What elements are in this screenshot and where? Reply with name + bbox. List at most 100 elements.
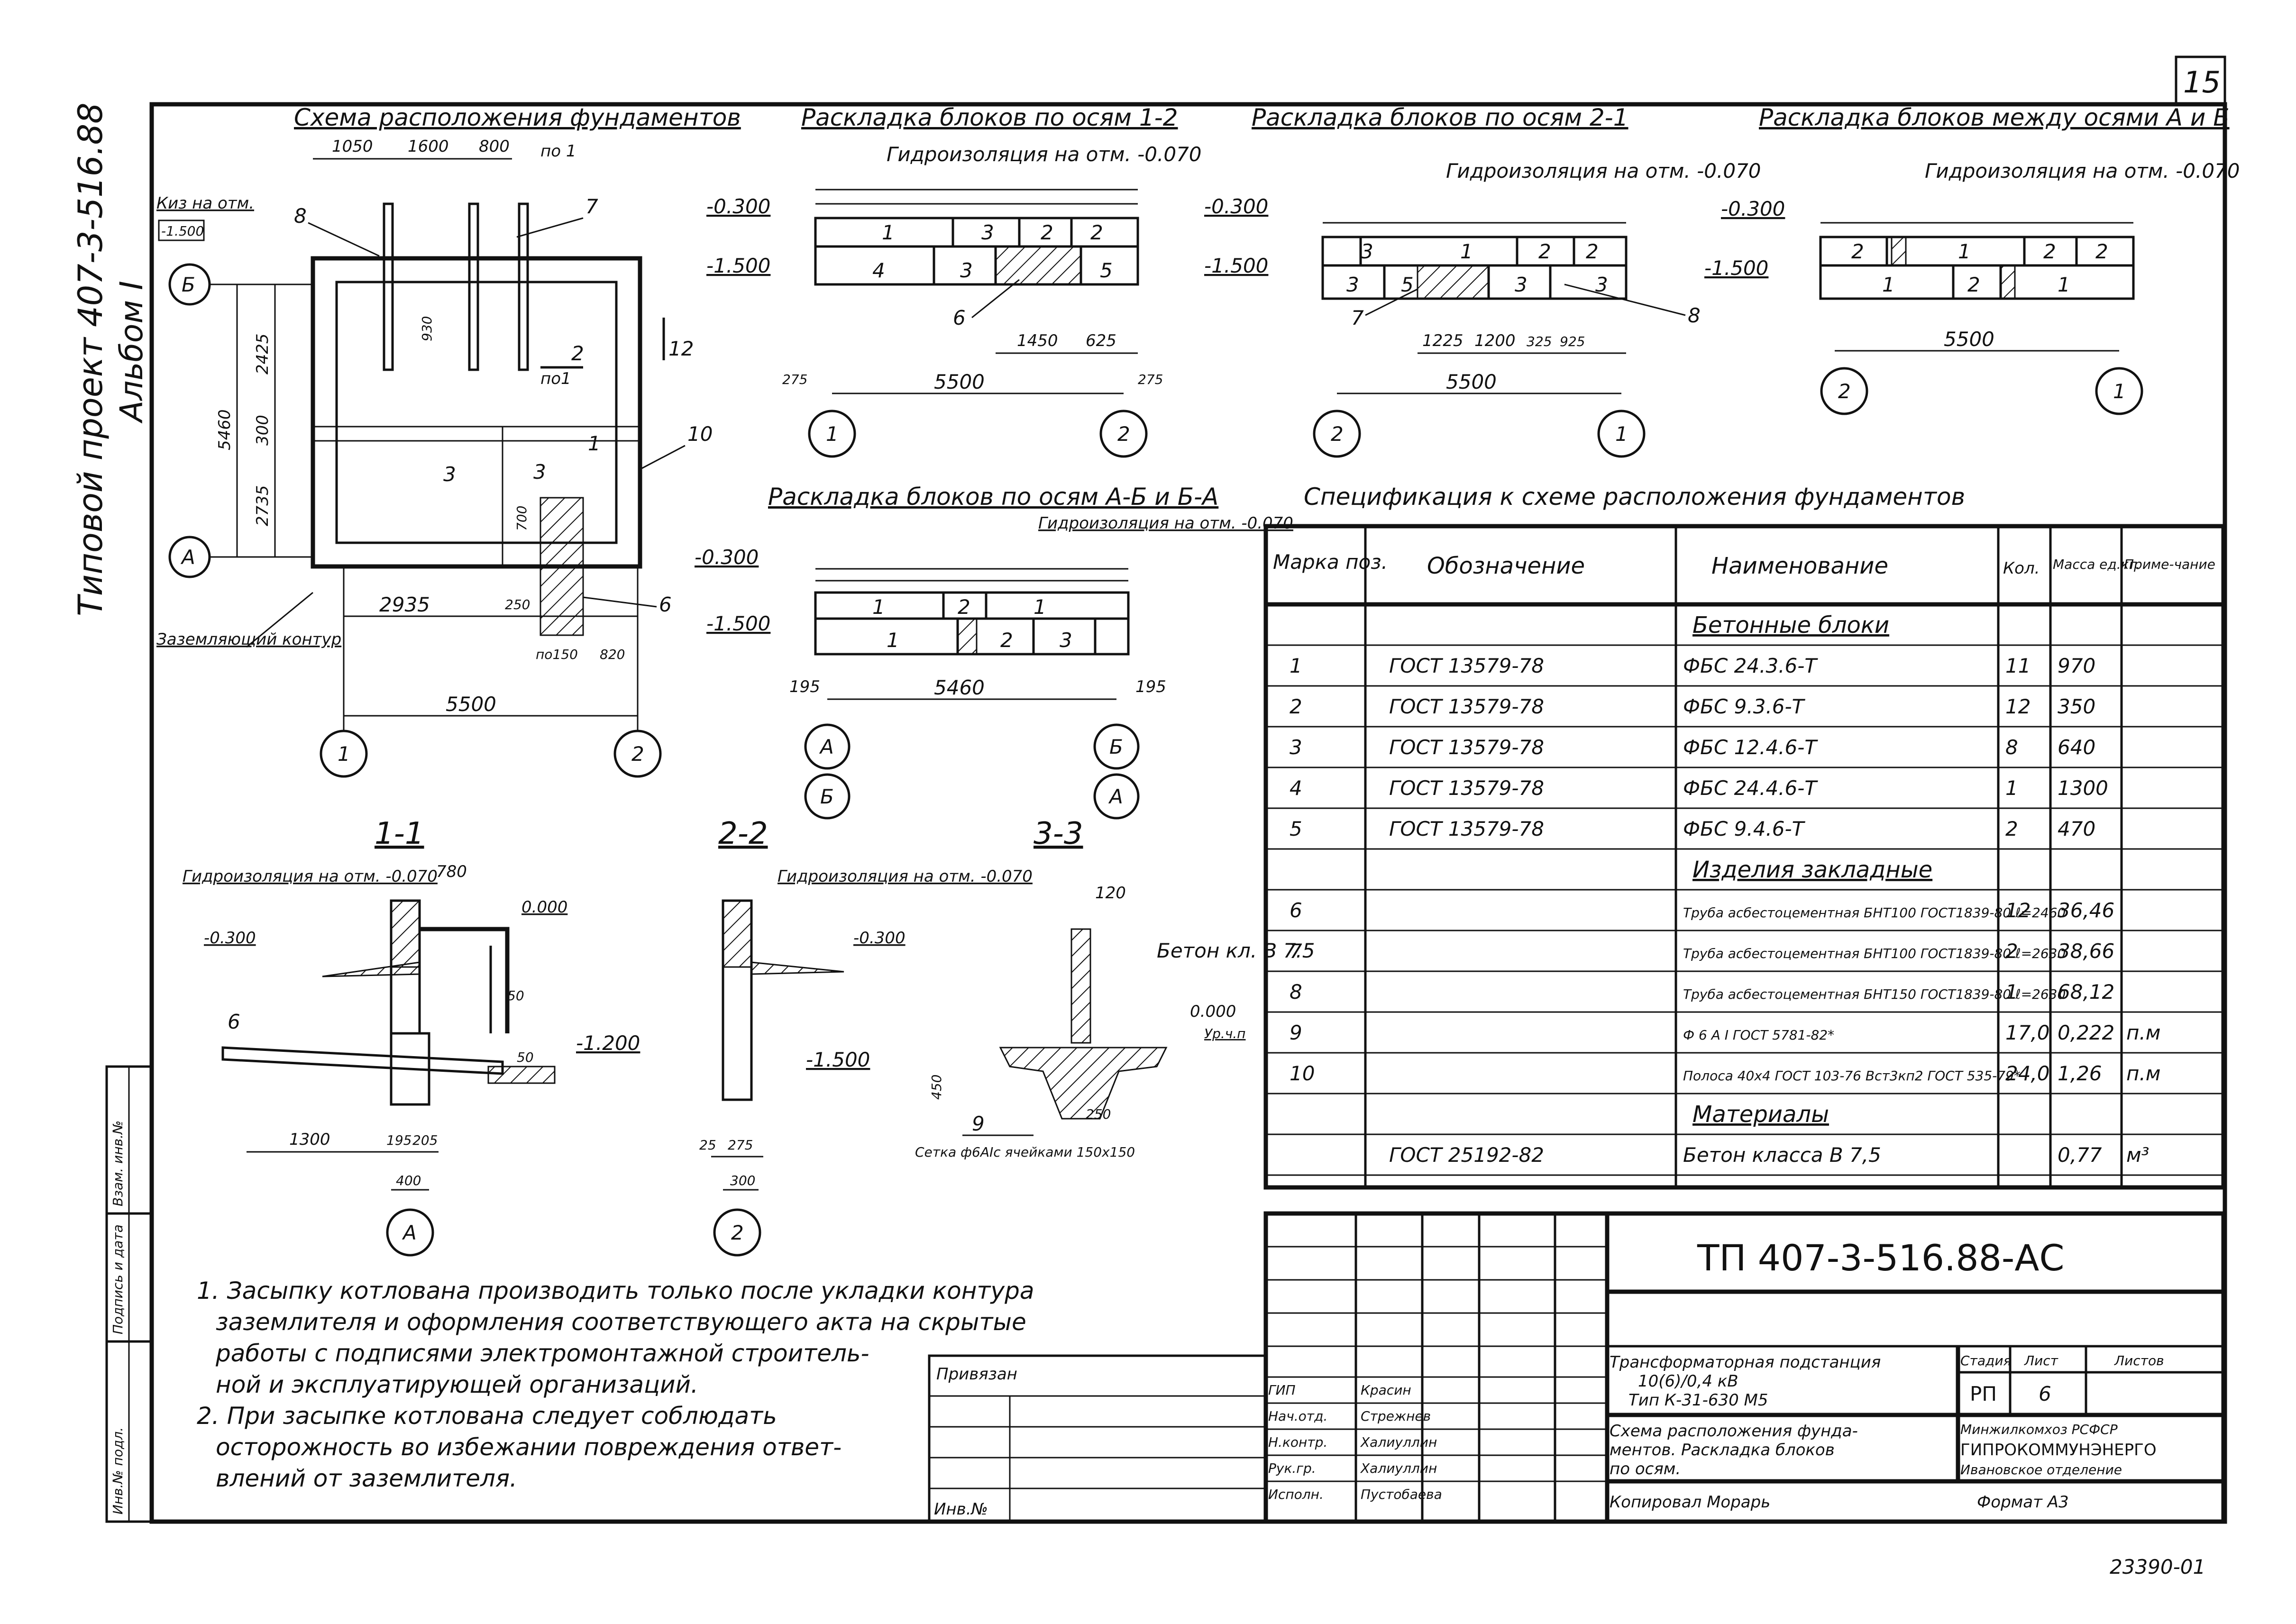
spec-blocks-r3-c1: ГОСТ 13579-78: [1389, 776, 1544, 800]
layout-A-B-r2-b3: 3: [1060, 629, 1072, 652]
spec-hdr-mass: Масса ед.кг.: [2053, 557, 2140, 572]
title-sheet-hdr: Лист: [2024, 1353, 2058, 1369]
plan-axis-A: А: [180, 546, 195, 569]
layout-AB-r1-b4: 2: [2095, 240, 2108, 263]
spec-blocks-r2-c2: ФБС 12.4.6-Т: [1683, 736, 1818, 759]
plan-axis-2: 2: [631, 742, 644, 766]
spec-blocks-r0-c0: 1: [1290, 654, 1302, 677]
plan-dim-2735: 2735: [253, 485, 272, 526]
layout-2-1-r1-b3: 2: [1538, 240, 1551, 263]
spec-embedded-r4-c2: Полоса 40х4 ГОСТ 103-76 Вст3кп2 ГОСТ 535…: [1683, 1068, 2021, 1084]
sec-1-1-lvl-1200: -1.200: [576, 1031, 640, 1055]
layout-1-2-r2-b1: 4: [872, 259, 885, 282]
layout-A-B-axis-l-top: А: [819, 735, 834, 758]
layout-AB-r1-b2: 1: [1958, 240, 1971, 263]
side-album-text: Альбом I: [113, 281, 150, 424]
layout-A-B-edge-r: 195: [1135, 677, 1166, 696]
layout-A-B-r1-b3: 1: [1034, 595, 1046, 619]
layout-AB-r1-b3: 2: [2043, 240, 2056, 263]
sec-1-1-dim-400: 400: [396, 1173, 421, 1188]
spec-embedded-r3-c2: Ф 6 А I ГОСТ 5781-82*: [1683, 1027, 1834, 1043]
spec-materials-r0-c2: Бетон класса В 7,5: [1683, 1143, 1881, 1167]
role-title-2: Н.контр.: [1268, 1434, 1327, 1450]
sec-2-2-lvl-300: -0.300: [853, 929, 906, 948]
sec-1-1-dim-195: 195: [386, 1132, 412, 1148]
plan-callout-8: 8: [294, 204, 307, 228]
layout-AB-lvl1: -0.300: [1721, 197, 1785, 220]
title-org-1: Минжилкомхоз РСФСР: [1960, 1422, 2118, 1437]
layout-2-1-axis-l: 2: [1331, 422, 1344, 446]
sec-2-2-title: 2-2: [718, 816, 768, 851]
note-line-0: 1. Засыпку котлована производить только …: [197, 1277, 1034, 1305]
layout-AB-lvl2: -1.500: [1704, 256, 1768, 280]
strip-sign-date: Подпись и дата: [110, 1224, 126, 1334]
spec-blocks-r0-c4: 970: [2058, 654, 2095, 677]
spec-hdr-name: Наименование: [1711, 553, 1888, 579]
sec-3-3-lvl-ur: Ур.ч.п: [1204, 1026, 1246, 1041]
strip-inv-podl: Инв.№ подл.: [110, 1427, 126, 1515]
layout-AB-r1-b1: 2: [1851, 240, 1864, 263]
note-line-2: работы с подписями электромонтажной стро…: [215, 1340, 869, 1367]
title-stage: РП: [1970, 1382, 1997, 1405]
spec-embedded-r2-c3: 1: [2005, 980, 2018, 1004]
layout-AB-title: Раскладка блоков между осями А и Б: [1759, 104, 2230, 131]
layout-1-2-edge-l: 275: [782, 372, 807, 387]
layout-A-B-hydro: Гидроизоляция на отм. -0.070: [1038, 514, 1293, 533]
spec-title: Спецификация к схеме расположения фундам…: [1304, 483, 1965, 511]
plan-dim-po150: по150: [536, 647, 578, 662]
title-sheet: 6: [2039, 1382, 2051, 1405]
sec-2-2-dim-300: 300: [730, 1173, 755, 1188]
layout-1-2-r2-b3: 5: [1100, 259, 1113, 282]
spec-blocks-r4-c0: 5: [1290, 817, 1302, 840]
sec-3-3-title: 3-3: [1034, 816, 1083, 851]
layout-2-1-dim-325: 325: [1527, 334, 1552, 349]
note-line-3: ной и эксплуатирующей организаций.: [216, 1371, 698, 1398]
section-2-2: 2-2 Гидроизоляция на отм. -0.070 -0.300 …: [699, 816, 1033, 1257]
role-name-4: Пустобаева: [1361, 1487, 1442, 1502]
sec-2-2-hydro: Гидроизоляция на отм. -0.070: [778, 867, 1033, 886]
plan-dim-5500: 5500: [446, 693, 496, 716]
sec-1-1-title: 1-1: [375, 816, 424, 851]
spec-hdr-qty: Кол.: [2003, 559, 2040, 578]
plan-sec-1: 1: [588, 432, 601, 455]
plan-title: Схема расположения фундаментов: [294, 104, 741, 131]
layout-1-2-dim-625: 625: [1086, 331, 1116, 350]
role-title-0: ГИП: [1268, 1382, 1296, 1398]
layout-AB-axis-r: 1: [2113, 380, 2126, 403]
title-code: ТП 407-3-516.88-АС: [1697, 1237, 2064, 1279]
sec-3-3-callout: 9: [972, 1112, 985, 1135]
spec-blocks-r2-c0: 3: [1290, 736, 1302, 759]
spec-materials-r0-c4: 0,77: [2058, 1143, 2102, 1167]
layout-1-2-r1-b1: 1: [882, 221, 895, 244]
sec-2-2-axis: 2: [731, 1221, 744, 1244]
layout-A-B-r2-b2: 2: [1000, 629, 1013, 652]
title-sheets-hdr: Листов: [2114, 1353, 2164, 1369]
layout-2-1-axis-r: 1: [1615, 422, 1628, 446]
note-line-4: 2. При засыпке котлована следует соблюда…: [197, 1402, 777, 1430]
role-name-3: Халиуллин: [1360, 1460, 1437, 1476]
sec-1-1-lvl-000: 0.000: [521, 898, 567, 917]
plan-dim-1050: 1050: [332, 137, 373, 156]
sec-3-3-dim-250: 250: [1086, 1106, 1111, 1122]
plan-label-po1: по 1: [540, 142, 576, 161]
plan-dim-800: 800: [479, 137, 510, 156]
role-name-0: Красин: [1361, 1382, 1411, 1398]
sec-1-1-dim-205: 205: [412, 1132, 438, 1148]
sec-1-1-dim-50b: 50: [517, 1049, 534, 1065]
spec-embedded-r4-c0: 10: [1290, 1062, 1315, 1085]
layout-A-B-r2-b1: 1: [887, 629, 899, 652]
title-sheet-title-2: ментов. Раскладка блоков: [1610, 1441, 1835, 1460]
spec-hdr-note: Приме-чание: [2124, 557, 2215, 572]
layout-2-1-callout-7: 7: [1351, 306, 1364, 329]
note-line-5: осторожность во избежании повреждения от…: [216, 1433, 842, 1461]
layout-2-1-r1-b1: 3: [1361, 240, 1373, 263]
layout-2-1-callout-8: 8: [1688, 304, 1701, 327]
spec-blocks-r1-c2: ФБС 9.3.6-Т: [1683, 695, 1806, 718]
side-project-text: Типовой проект 407-3-516.88: [71, 102, 110, 616]
spec-blocks-r3-c4: 1300: [2058, 776, 2108, 800]
plan-dim-5460: 5460: [215, 409, 234, 450]
spec-embedded-r2-c4: 68,12: [2058, 980, 2114, 1004]
